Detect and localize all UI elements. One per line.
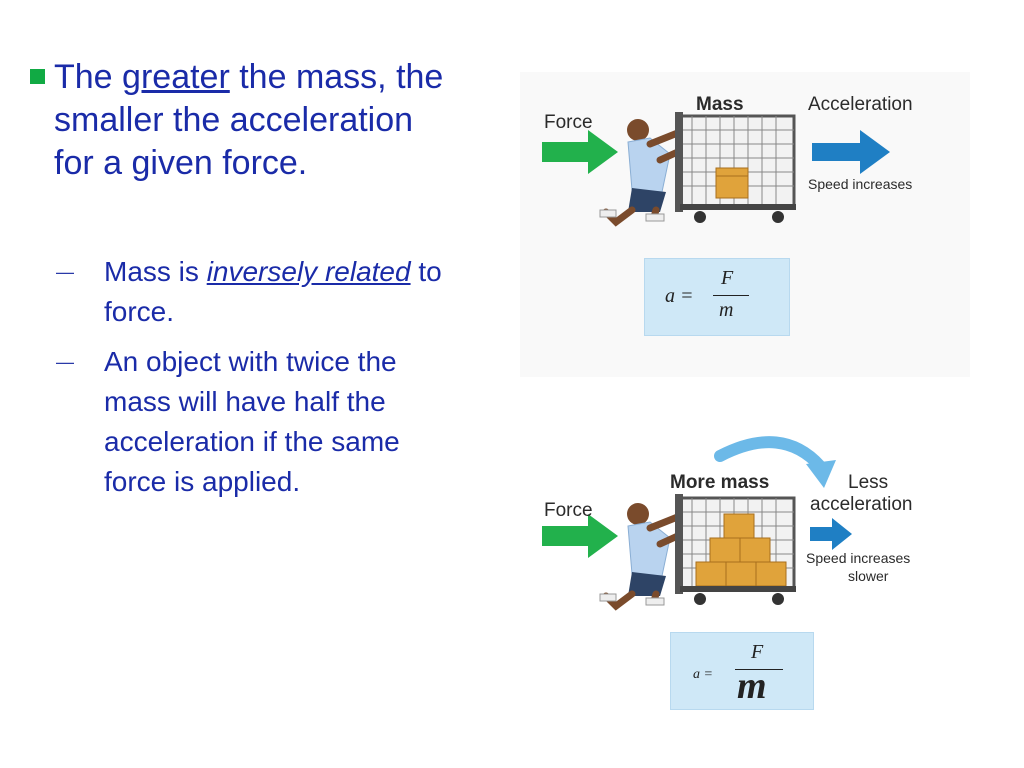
person-pushing-icon (599, 119, 686, 227)
curved-arrow-icon (714, 436, 836, 488)
speed-label: Speed increases (806, 550, 911, 566)
fraction-bar (735, 669, 783, 670)
force-label: Force (544, 500, 593, 521)
push-cart-illustration (542, 112, 890, 227)
more-mass-label: More mass (670, 472, 770, 493)
acceleration-arrow-icon (810, 518, 852, 550)
equation-denominator: m (737, 665, 767, 707)
sub-bullet-2: — An object with twice the mass will hav… (56, 342, 446, 502)
main-text-pre: The (54, 58, 123, 96)
sub-bullet-text: Mass is inversely related to force. (104, 252, 446, 332)
force-label: Force (544, 112, 593, 133)
sub-bullet-list: — Mass is inversely related to force. — … (56, 252, 446, 512)
force-arrow-icon (542, 514, 618, 558)
sub1-post: to force. (104, 256, 442, 327)
acceleration-label: Acceleration (808, 94, 913, 115)
equation-lhs: a = (693, 667, 713, 682)
square-bullet-icon (30, 69, 45, 84)
sub1-emphasis: inversely related (206, 256, 411, 287)
figure-more-mass: Force More mass Less acceleration Speed … (520, 430, 970, 720)
push-heavy-cart-illustration (542, 436, 852, 611)
equation-numerator: F (721, 267, 734, 289)
equation-numerator: F (751, 641, 764, 663)
dash-bullet-icon: — (56, 262, 74, 282)
main-bullet-text: The greater the mass, the smaller the ac… (54, 56, 450, 185)
figure-mass-acceleration: Force Mass Acceleration Speed increases … (520, 72, 970, 377)
cart-icon (675, 112, 796, 223)
acceleration-arrow-icon (812, 130, 890, 174)
boxes-stack-icon (695, 513, 787, 587)
main-text-emphasis: greater (122, 58, 230, 96)
main-text-post: the mass, the smaller the acceleration f… (54, 58, 444, 182)
person-pushing-icon (599, 503, 686, 611)
equation-lhs: a = (665, 285, 694, 307)
equation-box: a = F m (644, 258, 790, 336)
sub-bullet-text: An object with twice the mass will have … (104, 346, 400, 497)
force-arrow-icon (542, 130, 618, 174)
fraction-bar (713, 295, 749, 296)
main-bullet: The greater the mass, the smaller the ac… (30, 56, 450, 185)
equation-box: a = F m (670, 632, 814, 710)
dash-bullet-icon: — (56, 352, 74, 372)
mass-label: Mass (696, 94, 744, 115)
slower-label: slower (848, 568, 889, 584)
less-label: Less (848, 472, 889, 493)
sub-bullet-1: — Mass is inversely related to force. (56, 252, 446, 332)
equation-denominator: m (719, 299, 734, 321)
heavy-cart-icon (675, 494, 796, 605)
sub1-pre: Mass is (104, 256, 207, 287)
speed-label: Speed increases (808, 176, 913, 192)
acceleration-label: acceleration (810, 494, 913, 515)
